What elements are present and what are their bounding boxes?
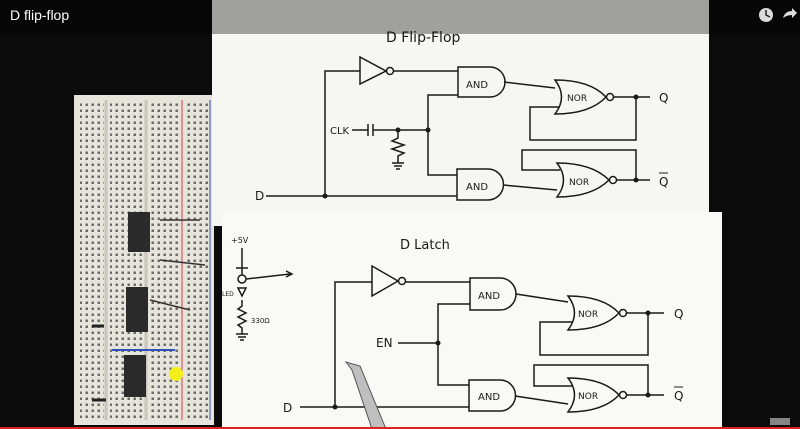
share-icon[interactable] [783, 8, 797, 18]
and-gate-bottom [468, 379, 517, 412]
gate-label: AND [478, 392, 500, 403]
latch-heading: D Latch [400, 238, 450, 253]
video-title: D flip-flop [10, 7, 70, 23]
ic-chip [126, 287, 148, 332]
breadboard [74, 95, 214, 425]
and-gate-top [457, 66, 506, 98]
gate-label: AND [466, 80, 488, 91]
q-output-label: Q [659, 91, 668, 105]
and-gate-bottom [456, 168, 505, 201]
clock-icon[interactable] [759, 8, 773, 22]
gate-label: AND [466, 182, 488, 193]
qbar-output-label: Q [659, 175, 668, 189]
progress-bar[interactable] [0, 427, 800, 429]
flipflop-heading: D Flip-Flop [386, 30, 461, 46]
gate-label: NOR [578, 310, 598, 320]
d-input-label: D [283, 401, 292, 415]
clk-label: CLK [330, 126, 350, 137]
pen [344, 361, 387, 429]
gate-label: NOR [569, 178, 589, 188]
led-label: LED [222, 291, 234, 298]
flipflop-sheet: D Flip-Flop [212, 0, 709, 226]
gate-label: NOR [578, 392, 598, 402]
d-input-label: D [255, 189, 264, 203]
nor-gate-top [566, 295, 621, 331]
not-gate [371, 264, 400, 298]
cursor-highlight [169, 367, 183, 381]
nor-gate-top [553, 79, 608, 115]
resistor-label: 330Ω [251, 317, 270, 325]
qbar-output-label: Q [674, 389, 683, 403]
q-output-label: Q [674, 307, 683, 321]
gate-label: AND [478, 291, 500, 302]
corner-badge [770, 418, 790, 425]
en-label: EN [376, 336, 393, 350]
nor-gate-bottom [555, 162, 611, 198]
gate-label: NOR [567, 94, 587, 104]
ic-chip [128, 212, 150, 252]
latch-sheet: D Latch [222, 212, 722, 429]
ic-chip [124, 355, 146, 397]
and-gate-top [469, 277, 517, 311]
supply-label: +5V [231, 236, 249, 245]
nor-gate-bottom [566, 377, 621, 413]
